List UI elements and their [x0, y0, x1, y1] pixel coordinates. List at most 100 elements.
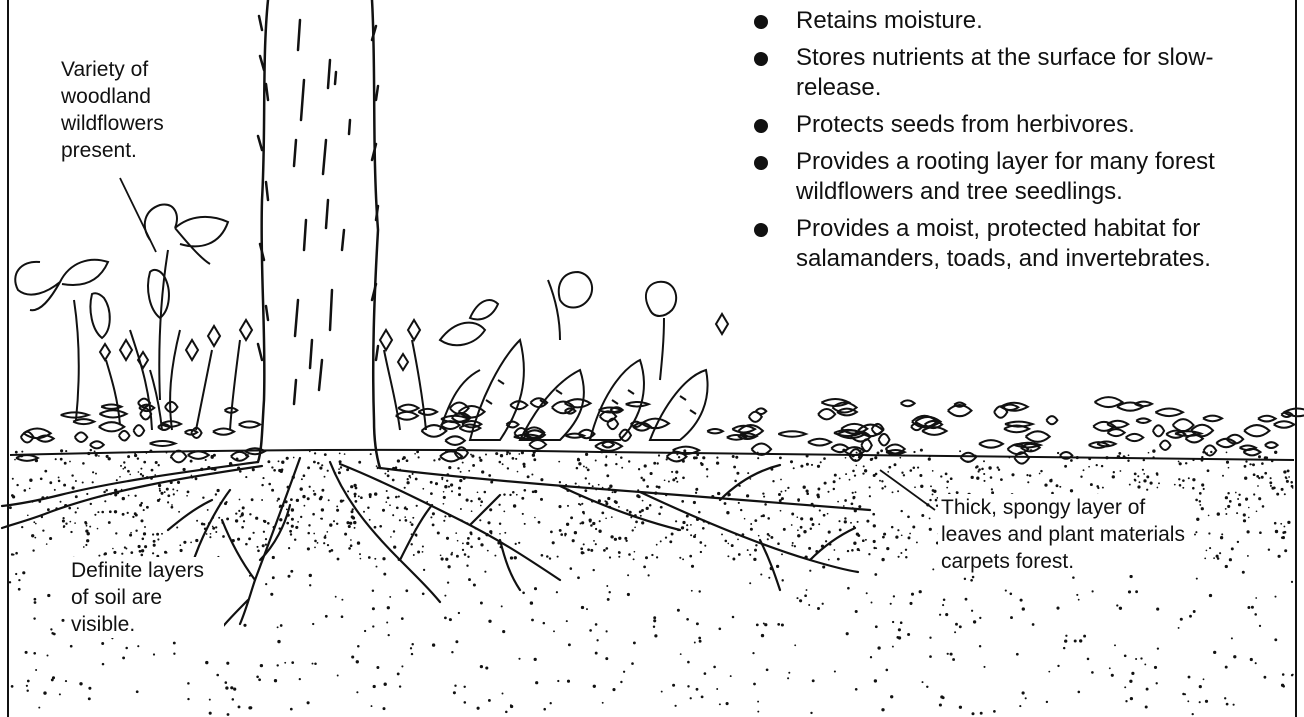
soil-dot — [1157, 647, 1159, 649]
leaf-litter-scribble — [119, 431, 130, 441]
soil-dot — [678, 456, 680, 458]
soil-dot — [857, 548, 860, 551]
soil-dot — [1180, 618, 1183, 621]
soil-dot — [466, 542, 469, 545]
soil-dot — [97, 528, 99, 530]
soil-dot — [753, 558, 756, 561]
soil-dot — [1096, 464, 1098, 466]
soil-dot — [288, 547, 290, 549]
soil-dot — [166, 552, 168, 554]
soil-dot — [65, 680, 67, 682]
soil-dot — [632, 529, 634, 531]
soil-dot — [892, 491, 894, 493]
soil-dot — [1244, 477, 1247, 480]
soil-dot — [660, 506, 663, 509]
soil-dot — [534, 490, 537, 493]
soil-dot — [1226, 452, 1228, 454]
soil-dot — [917, 467, 919, 469]
soil-dot — [363, 511, 365, 513]
soil-dot — [584, 489, 587, 492]
soil-dot — [1253, 473, 1256, 476]
soil-dot — [757, 711, 759, 713]
soil-dot — [271, 466, 273, 468]
soil-dot — [1027, 481, 1029, 483]
soil-dot — [586, 608, 588, 610]
soil-dot — [695, 492, 697, 494]
soil-dot — [1072, 576, 1075, 579]
soil-dot — [313, 493, 316, 496]
soil-dot — [952, 658, 955, 661]
soil-dot — [970, 579, 973, 582]
soil-dot — [1131, 672, 1134, 675]
soil-dot — [837, 501, 839, 503]
soil-dot — [932, 493, 934, 495]
soil-dot — [11, 685, 14, 688]
soil-dot — [445, 558, 448, 561]
soil-dot — [657, 462, 659, 464]
soil-dot — [488, 699, 491, 702]
leaf-litter-scribble — [1108, 429, 1125, 436]
soil-dot — [898, 636, 901, 639]
soil-dot — [523, 465, 526, 468]
soil-dot — [803, 486, 806, 489]
soil-dot — [806, 490, 809, 493]
soil-dot — [1256, 475, 1259, 478]
soil-dot — [1199, 500, 1201, 502]
soil-dot — [141, 502, 143, 504]
soil-dot — [418, 456, 420, 458]
soil-dot — [321, 464, 323, 466]
soil-dot — [780, 510, 782, 512]
soil-dot — [321, 518, 323, 520]
soil-dot — [1144, 663, 1146, 665]
soil-dot — [478, 537, 481, 540]
leaf-litter-scribble — [1203, 416, 1222, 422]
soil-dot — [468, 470, 470, 472]
soil-dot — [480, 602, 483, 605]
leaf-litter-scribble — [61, 412, 89, 417]
soil-dot — [336, 509, 339, 512]
soil-dot — [360, 558, 362, 560]
soil-dot — [956, 491, 958, 493]
soil-dot — [589, 520, 592, 523]
soil-dot — [740, 509, 742, 511]
soil-dot — [471, 455, 474, 458]
soil-dot — [215, 493, 217, 495]
soil-dot — [410, 647, 412, 649]
soil-dot — [787, 487, 789, 489]
soil-dot — [319, 467, 322, 470]
soil-dot — [790, 460, 793, 463]
soil-dot — [808, 547, 811, 550]
soil-dot — [129, 534, 132, 537]
soil-dot — [605, 547, 608, 550]
soil-dot — [1140, 657, 1142, 659]
leaf-litter-scribble — [1265, 442, 1278, 448]
soil-dot — [607, 598, 610, 601]
soil-dot — [207, 509, 209, 511]
soil-dot — [458, 612, 460, 614]
soil-dot — [1287, 521, 1290, 524]
soil-dot — [22, 571, 25, 574]
soil-dot — [411, 653, 413, 655]
soil-dot — [1111, 674, 1114, 677]
soil-dot — [675, 520, 677, 522]
soil-dot — [432, 523, 435, 526]
soil-dot — [1083, 469, 1085, 471]
soil-dot — [71, 474, 73, 476]
soil-dot — [106, 455, 108, 457]
soil-dot — [263, 520, 266, 523]
soil-dot — [531, 473, 533, 475]
soil-dot — [142, 475, 144, 477]
soil-dot — [124, 546, 126, 548]
soil-dot — [516, 494, 518, 496]
soil-dot — [849, 479, 851, 481]
benefit-item: Retains moisture. — [750, 6, 1295, 36]
soil-dot — [277, 626, 279, 628]
benefit-item: Provides a moist, protected habitat for … — [750, 214, 1295, 274]
soil-dot — [187, 698, 189, 700]
soil-dot — [1261, 476, 1264, 479]
soil-dot — [598, 530, 601, 533]
soil-dot — [90, 449, 92, 451]
soil-dot — [258, 678, 261, 681]
soil-dot — [393, 545, 396, 548]
